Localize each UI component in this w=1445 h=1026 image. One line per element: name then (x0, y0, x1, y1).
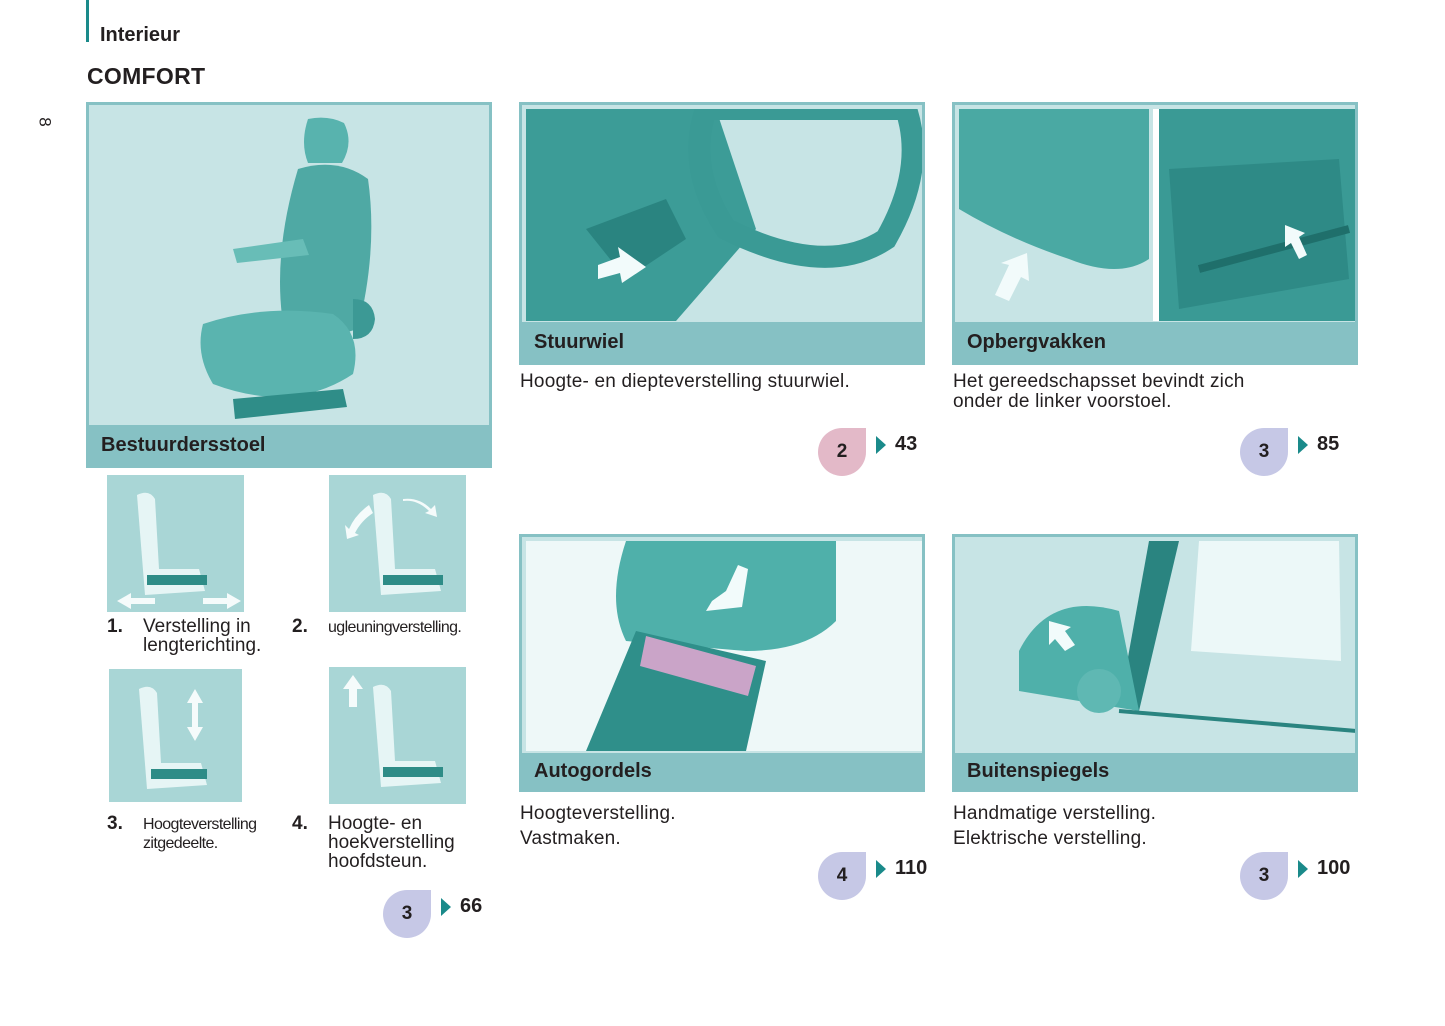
mirrors-description: Handmatige verstelling. Elektrische vers… (953, 803, 1157, 849)
page-link[interactable]: 85 (1317, 433, 1340, 455)
mirrors-page-reference[interactable]: 3 100 (1240, 852, 1360, 902)
mirrors-card: Buitenspiegels (952, 534, 1358, 792)
seat-adjust-illustration (345, 492, 443, 595)
belts-page-reference[interactable]: 4 110 (818, 852, 938, 902)
adjustment-number: 1. (107, 616, 123, 637)
storage-card-label: Opbergvakken (955, 322, 1355, 362)
belts-illustration (526, 541, 922, 751)
headrest-thumbnail (329, 667, 466, 804)
steering-card-label: Stuurwiel (522, 322, 922, 362)
arrow-right-icon (876, 860, 886, 878)
page-link[interactable]: 110 (895, 857, 928, 879)
adjustment-text: Hoogte- en hoekverstelling hoofdsteun. (328, 813, 455, 872)
chapter-badge: 3 (1240, 852, 1288, 900)
storage-card: Opbergvakken (952, 102, 1358, 365)
adjustment-number: 2. (292, 616, 308, 637)
chapter-badge: 4 (818, 852, 866, 900)
belts-card-label: Autogordels (522, 753, 922, 789)
seat-card: Bestuurdersstoel (86, 102, 492, 468)
adjustment-text: ugleuningverstelling. (328, 619, 462, 636)
seat-card-label: Bestuurdersstoel (89, 425, 489, 465)
chapter-badge: 3 (1240, 428, 1288, 476)
page-link[interactable]: 66 (460, 895, 483, 917)
seat-page-reference[interactable]: 3 66 (383, 890, 493, 940)
seat-longitudinal-thumbnail (107, 475, 244, 612)
storage-illustration (959, 109, 1355, 321)
adjustment-text: Hoogteverstelling zitgedeelte. (143, 816, 257, 852)
arrow-right-icon (441, 898, 451, 916)
steering-page-reference[interactable]: 2 43 (818, 428, 928, 478)
adjustment-number: 3. (107, 813, 123, 834)
seat-backrest-thumbnail (329, 475, 466, 612)
page-link[interactable]: 100 (1317, 857, 1351, 879)
chapter-badge: 2 (818, 428, 866, 476)
seat-illustration (93, 109, 489, 429)
belts-card: Autogordels (519, 534, 925, 792)
belts-description: Hoogteverstelling. Vastmaken. (520, 803, 676, 849)
steering-description: Hoogte- en diepteverstelling stuurwiel. (520, 371, 850, 392)
arrow-right-icon (876, 436, 886, 454)
adjustment-text: Verstelling in lengterichting. (143, 616, 262, 656)
section-title: Interieur (100, 24, 181, 46)
page-link[interactable]: 43 (895, 433, 918, 455)
mirrors-card-label: Buitenspiegels (955, 753, 1355, 789)
seat-adjust-illustration (343, 675, 443, 787)
adjustment-number: 4. (292, 813, 308, 834)
arrow-right-icon (1298, 436, 1308, 454)
seat-adjust-illustration (117, 492, 241, 609)
arrow-right-icon (1298, 860, 1308, 878)
storage-description: Het gereedschapsset bevindt zich onder d… (953, 371, 1245, 412)
seat-height-thumbnail (109, 669, 242, 802)
section-marker (86, 0, 89, 42)
storage-page-reference[interactable]: 3 85 (1240, 428, 1350, 478)
page-title: COMFORT (87, 63, 206, 89)
steering-card: Stuurwiel (519, 102, 925, 365)
mirrors-illustration (959, 541, 1355, 751)
seat-adjust-illustration (139, 686, 207, 789)
page-number: 8 (35, 117, 55, 127)
steering-illustration (526, 109, 922, 321)
chapter-badge: 3 (383, 890, 431, 938)
